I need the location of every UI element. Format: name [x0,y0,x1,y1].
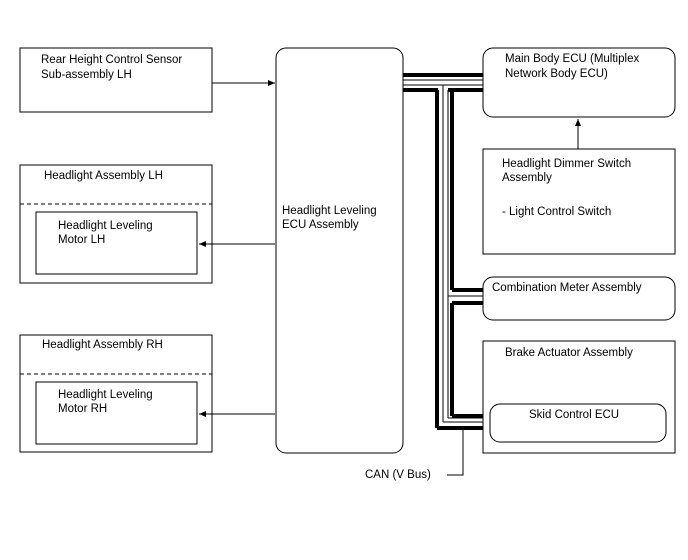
main-body-ecu-label-2: Network Body ECU) [505,68,608,80]
headlight-dimmer-switch: Headlight Dimmer Switch Assembly - Light… [482,148,676,255]
motor-lh-label-2: Motor LH [58,234,105,246]
leveling-ecu-label-2: ECU Assembly [282,219,359,231]
rear-sensor-label-2: Sub-assembly LH [41,69,132,81]
skid-control-ecu-box [489,403,667,443]
brake-actuator: Brake Actuator Assembly Skid Control ECU [482,340,676,454]
can-bus-label: CAN (V Bus) [365,469,431,481]
headlight-leveling-ecu: Headlight Leveling ECU Assembly [275,47,404,454]
main-body-ecu-label-1: Main Body ECU (Multiplex [505,53,639,65]
motor-lh-label-1: Headlight Leveling [58,220,153,232]
dimmer-label-1: Headlight Dimmer Switch [502,158,631,170]
headlight-lh-title: Headlight Assembly LH [44,170,163,182]
dimmer-label-2: Assembly [502,172,552,184]
rear-sensor-label-1: Rear Height Control Sensor [41,54,182,66]
motor-rh-label-2: Motor RH [58,403,107,415]
combination-meter: Combination Meter Assembly [482,276,676,321]
leveling-motor-lh-box [35,211,198,275]
rear-height-sensor-box: Rear Height Control Sensor Sub-assembly … [19,47,213,113]
can-bus [403,73,490,476]
headlight-assembly-rh: Headlight Assembly RH Headlight Leveling… [19,334,213,453]
leveling-ecu-label-1: Headlight Leveling [282,205,377,217]
main-body-ecu: Main Body ECU (Multiplex Network Body EC… [482,47,676,118]
skid-control-ecu-label: Skid Control ECU [529,409,619,421]
headlight-rh-title: Headlight Assembly RH [42,339,163,351]
combination-meter-label: Combination Meter Assembly [492,282,642,294]
dimmer-label-3: - Light Control Switch [502,206,611,218]
leveling-motor-rh-box [35,381,198,445]
motor-rh-label-1: Headlight Leveling [58,389,153,401]
headlight-assembly-lh: Headlight Assembly LH Headlight Leveling… [19,164,213,284]
brake-actuator-title: Brake Actuator Assembly [505,347,633,359]
